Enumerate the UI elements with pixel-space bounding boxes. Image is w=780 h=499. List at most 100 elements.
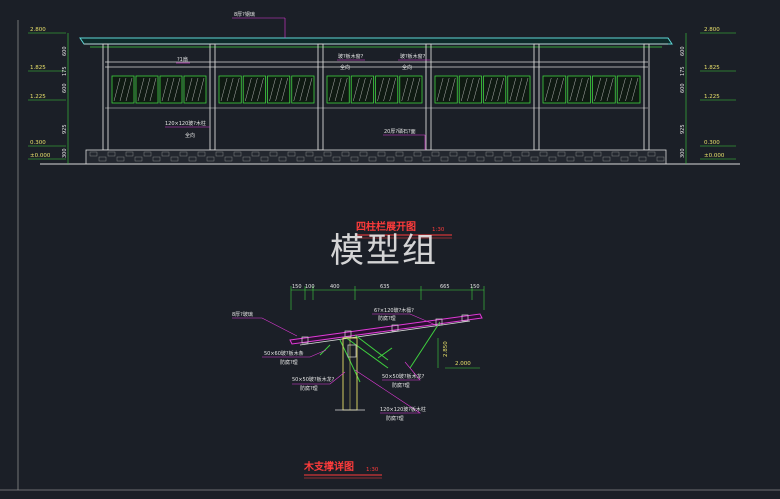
glass-hatch [557,77,564,102]
stone-block [458,156,467,162]
stone-block [485,151,494,157]
level-left-4: 0.300 [30,140,46,146]
stone-block [629,151,638,157]
glass-hatch [275,77,282,102]
svg-text:防腐?理: 防腐?理 [378,315,396,322]
elevation-title: 四柱栏展开图 [356,220,416,233]
glass-hatch [359,77,366,102]
glass-hatch [569,77,577,102]
glass-hatch [377,77,384,102]
svg-text:635: 635 [380,284,390,290]
glass-hatch [143,77,151,102]
note-panel-1: 玻?板木窗? [338,53,364,60]
level-right-4: 0.300 [704,140,720,146]
left-level-markers: 2.800 1.825 1.225 0.300 ±0.000 [28,27,66,160]
stone-block [404,156,413,162]
stone-block [197,151,206,157]
glass-hatch [594,77,601,102]
glass-hatch [461,77,468,102]
glass-hatch [299,77,307,102]
stone-block [386,156,395,162]
svg-text:防腐?理: 防腐?理 [280,359,298,366]
stone-block [593,151,602,157]
stone-block [530,156,539,162]
glass-hatch [281,77,288,102]
note-panel-2: 玻?板木窗? [400,53,426,60]
stone-block [107,151,116,157]
stone-block [89,151,98,157]
detail-note-brace-1: 50×60玻?板木条 [264,350,304,357]
stone-block [602,156,611,162]
glass-hatch [606,77,614,102]
glass-hatch [269,77,276,102]
stone-block [350,156,359,162]
stone-block [179,151,188,157]
glass-hatch [485,77,492,102]
stone-block [539,151,548,157]
svg-text:100: 100 [305,284,315,290]
glass-hatch [389,77,396,102]
stone-block [206,156,215,162]
stone-block [413,151,422,157]
glass-hatch [119,77,127,102]
glass-hatch [125,77,133,102]
stone-block [242,156,251,162]
glass-hatch [305,77,313,102]
stone-block [521,151,530,157]
glass-hatch [334,77,342,102]
level-left-2: 1.825 [30,65,46,71]
svg-text:600: 600 [62,83,68,93]
watermark-text: 模型组 [330,231,438,271]
stone-block [260,156,269,162]
detail-note-beam: 6?×120玻?木檩? [374,307,414,314]
stone-block [512,156,521,162]
note-window-sash: ?1扇 [177,56,188,63]
glass-hatch [509,77,517,102]
stone-block [278,156,287,162]
glass-hatch [353,77,360,102]
level-left-3: 1.225 [30,94,46,100]
stone-block [116,156,125,162]
stone-block [548,156,557,162]
detail-note-brace-2: 50×50玻?板木龙? [292,376,335,383]
level-left-5: ±0.000 [30,153,51,159]
stone-block [656,156,665,162]
glass-hatch [245,77,252,102]
detail-note-post: 120×120玻?板木柱 [380,406,426,413]
svg-text:600: 600 [680,46,686,56]
svg-text:150: 150 [292,284,302,290]
detail-note-brace-3: 50×50玻?板木龙? [382,373,425,380]
stone-block [395,151,404,157]
glass-hatch [436,77,444,102]
glass-hatch [631,77,639,102]
roof-glass-panel [79,37,673,45]
stone-block [224,156,233,162]
stone-block [188,156,197,162]
stone-block [557,151,566,157]
elevation-scale: 1:30 [432,227,445,233]
detail-level-upper: 2.850 [443,341,449,357]
svg-text:300: 300 [680,148,686,158]
glass-hatch [413,77,421,102]
detail-roof-glass [289,313,483,345]
stone-block [332,156,341,162]
stone-block [620,156,629,162]
glass-hatch [232,77,240,102]
svg-text:175: 175 [62,66,68,76]
left-dimension-chain: 300 925 600 175 600 [62,33,69,164]
glass-hatch [257,77,264,102]
svg-text:925: 925 [62,124,68,134]
svg-text:150: 150 [470,284,480,290]
glass-hatch [226,77,234,102]
stone-block [161,151,170,157]
elevation-annotations: 8厚?钢璃 ?1扇 玻?板木窗? 全向 玻?板木窗? 全向 120×120玻?木… [165,11,430,150]
level-right-3: 1.225 [704,94,720,100]
glass-hatch [197,77,205,102]
stone-block [305,151,314,157]
detail-title: 木支撑详图 [303,460,354,473]
glass-hatch [515,77,523,102]
glass-hatch [191,77,199,102]
svg-text:175: 175 [680,66,686,76]
note-stone-face: 20厚?磷石?面 [384,128,416,135]
